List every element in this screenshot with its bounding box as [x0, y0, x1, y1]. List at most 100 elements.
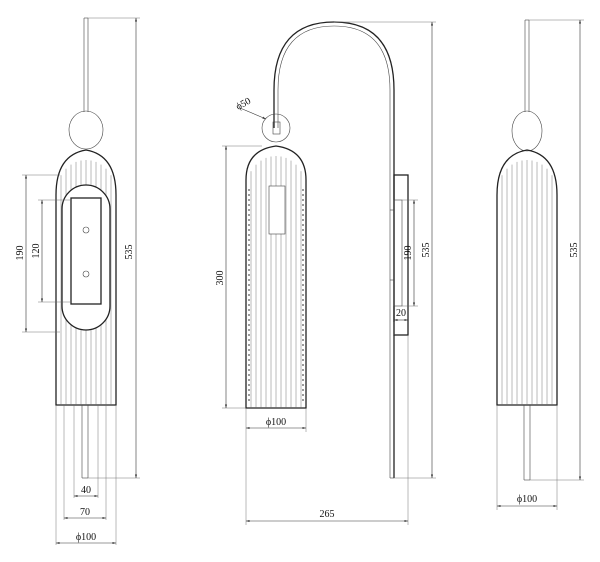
ball	[511, 110, 543, 152]
shade-edge-dot	[302, 379, 304, 381]
dim-ball-label: ϕ50	[234, 96, 253, 113]
shade-edge-dot	[302, 224, 304, 226]
dim-20-label: 20	[396, 308, 406, 319]
shade-edge-dot	[302, 219, 304, 221]
shade-edge-dot	[302, 289, 304, 291]
curved-arm-inner	[277, 25, 391, 478]
shade-edge-dot	[302, 254, 304, 256]
shade-edge-dot	[302, 229, 304, 231]
back-view: 40 70 ϕ100 535 190 120	[15, 17, 140, 545]
shade-edge-dot	[302, 269, 304, 271]
shade-edge-dot	[248, 274, 250, 276]
shade-edge-dot	[248, 289, 250, 291]
shade-edge-dot	[248, 234, 250, 236]
dim-300-label: 300	[215, 271, 226, 286]
shade-edge-dot	[302, 334, 304, 336]
dim-ball-leader	[239, 107, 267, 120]
shade-edge-dot	[302, 399, 304, 401]
shade-edge-dot	[248, 374, 250, 376]
dim-side-535-label: 535	[421, 243, 432, 258]
shade-edge-dot	[248, 379, 250, 381]
shade-edge-dot	[248, 284, 250, 286]
shade-edge-dot	[302, 259, 304, 261]
shade-edge-dot	[248, 249, 250, 251]
curved-arm	[273, 21, 395, 478]
shade-edge-dot	[248, 259, 250, 261]
shade-edge-dot	[248, 324, 250, 326]
dim-front-535-label: 535	[569, 243, 580, 258]
shade-edge-dot	[302, 314, 304, 316]
shade-edge-dot	[302, 244, 304, 246]
shade-edge-dot	[302, 349, 304, 351]
wall-plate	[393, 199, 403, 307]
side-view: ϕ50 300 ϕ100 265 190 535 20	[215, 21, 436, 525]
shade-edge-dot	[302, 384, 304, 386]
shade-edge-dot	[302, 309, 304, 311]
shade-edge-dot	[248, 269, 250, 271]
shade-edge-dot	[302, 329, 304, 331]
shade-edge-dot	[248, 224, 250, 226]
shade-edge-dot	[248, 354, 250, 356]
shade-edge-dot	[302, 389, 304, 391]
shade-edge-dot	[248, 389, 250, 391]
shade-edge-dot	[302, 239, 304, 241]
shade-edge-dot	[248, 304, 250, 306]
shade-edge-dot	[248, 349, 250, 351]
shade-edge-dot	[248, 239, 250, 241]
shade-edge-dot	[248, 394, 250, 396]
shade-edge-dot	[302, 344, 304, 346]
shade-edge-dot	[302, 199, 304, 201]
shade-edge-dot	[302, 304, 304, 306]
shade-edge-dot	[302, 279, 304, 281]
shade-edge-dot	[248, 214, 250, 216]
front-view: 535 ϕ100	[496, 19, 584, 510]
shade-edge-dot	[302, 194, 304, 196]
ribbed-shade	[245, 145, 307, 409]
shade-edge-dot	[302, 299, 304, 301]
shade-edge-dot	[248, 344, 250, 346]
backplate	[70, 197, 102, 305]
shade-edge-dot	[248, 339, 250, 341]
ribbed-shade	[55, 149, 117, 406]
dim-40-label: 40	[81, 485, 91, 496]
shade-edge-dot	[302, 234, 304, 236]
shade-ribs	[248, 156, 304, 408]
dim-120-label: 120	[31, 244, 42, 259]
ball-connector	[272, 121, 281, 135]
bulb-holder	[268, 185, 286, 235]
shade-edge-dot	[302, 394, 304, 396]
dim-535-label: 535	[124, 245, 135, 260]
shade-edge-dot	[302, 214, 304, 216]
dim-190-label: 190	[15, 246, 26, 261]
shade-edge-dot	[302, 319, 304, 321]
ribbed-shade	[496, 149, 558, 406]
shade-edge-dot	[248, 319, 250, 321]
shade-edge-dot	[248, 299, 250, 301]
shade-edge-dot	[248, 229, 250, 231]
shade-edge-dot	[248, 219, 250, 221]
shade-edge-dot	[248, 359, 250, 361]
shade-edge-dot	[248, 189, 250, 191]
ball	[261, 113, 291, 143]
shade-edge-dot	[302, 284, 304, 286]
shade-ribs	[501, 160, 553, 405]
dim-diameter-label: ϕ100	[76, 532, 96, 543]
shade-edge-dot	[248, 279, 250, 281]
dim-front-dia-label: ϕ100	[517, 494, 537, 505]
shade-edge-dot	[248, 264, 250, 266]
shade-edge-dot	[248, 364, 250, 366]
dim-70-label: 70	[80, 507, 90, 518]
mount-hole-top	[82, 226, 90, 234]
shade-edge-dot	[302, 189, 304, 191]
dim-shade-dia-label: ϕ100	[266, 417, 286, 428]
dim-265-label: 265	[320, 509, 335, 520]
shade-edge-dot	[248, 384, 250, 386]
shade-edge-dot	[248, 334, 250, 336]
shade-edge-dot	[302, 274, 304, 276]
shade-edge-dot	[248, 244, 250, 246]
shade-edge-dot	[248, 399, 250, 401]
shade-edge-dot	[302, 354, 304, 356]
shade-edge-dot	[248, 369, 250, 371]
ball	[68, 110, 104, 150]
